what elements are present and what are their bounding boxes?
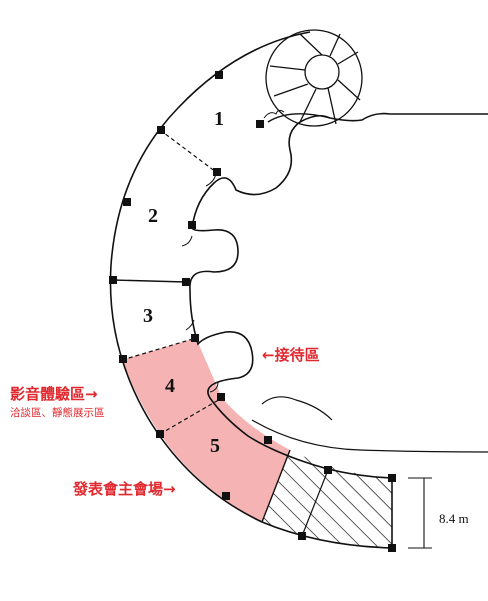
room-3-number: 3 — [143, 305, 153, 327]
av-experience-label: 影音體驗區→ — [10, 385, 98, 403]
room-5-number: 5 — [210, 435, 220, 457]
door-swings — [181, 109, 285, 393]
lower-floor-bulge — [261, 396, 333, 421]
reception-label: ←接待區 — [262, 346, 320, 364]
inner-wall-top — [267, 113, 331, 123]
divider-4-5 — [159, 397, 223, 435]
dimension-label: 8.4 m — [439, 511, 469, 526]
dimension-marker — [408, 477, 432, 549]
room-1-number: 1 — [214, 108, 224, 130]
divider-5-stage — [261, 449, 291, 523]
main-venue-label: 發表會主會場→ — [73, 480, 176, 498]
outer-wall — [109, 31, 311, 523]
av-experience-sublabel: 洽談區、靜態展示區 — [10, 407, 105, 419]
inner-wall — [189, 112, 488, 479]
room-4-highlight — [122, 338, 222, 434]
room-4-number: 4 — [165, 375, 175, 397]
columns — [109, 71, 396, 552]
lower-floor-line — [251, 419, 488, 453]
room-2-number: 2 — [148, 205, 158, 227]
divider-3-4 — [121, 337, 197, 361]
outer-wall-lower — [261, 521, 393, 549]
spiral-stair — [265, 29, 363, 127]
room-5-highlight — [160, 398, 290, 522]
stage-inner-line — [301, 469, 329, 537]
divider-1-2 — [159, 129, 217, 173]
divider-2-3 — [112, 279, 187, 283]
